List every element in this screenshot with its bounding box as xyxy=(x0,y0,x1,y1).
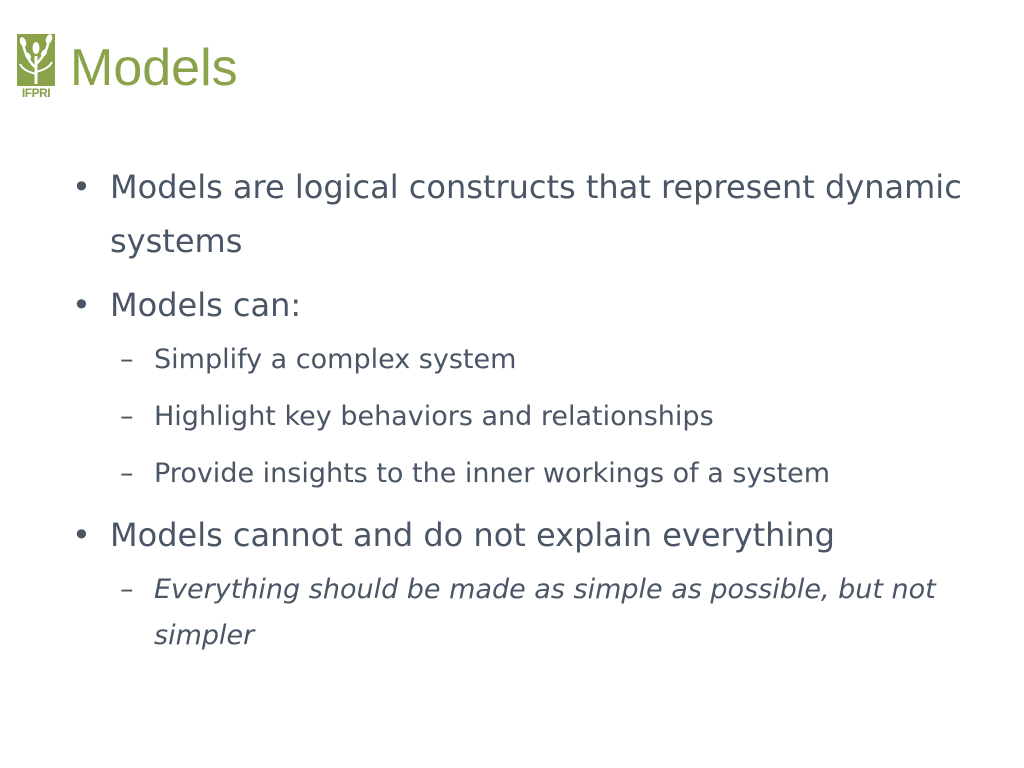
bullet-marker: • xyxy=(72,516,91,554)
bullet-text: Models can: xyxy=(110,286,302,324)
bullet-marker: • xyxy=(72,168,91,206)
bullet-text: Models are logical constructs that repre… xyxy=(110,168,962,260)
sub-bullet-item: – Provide insights to the inner workings… xyxy=(72,451,972,497)
bullet-item: • Models are logical constructs that rep… xyxy=(72,160,972,268)
bullet-marker: • xyxy=(72,286,91,324)
bullet-item: • Models cannot and do not explain every… xyxy=(72,508,972,563)
sub-bullet-text: Highlight key behaviors and relationship… xyxy=(154,401,714,432)
ifpri-tree-icon xyxy=(17,34,55,86)
dash-marker: – xyxy=(120,344,134,375)
dash-marker: – xyxy=(120,401,134,432)
sub-bullet-item: – Everything should be made as simple as… xyxy=(72,567,972,659)
bullet-item: • Models can: xyxy=(72,278,972,333)
sub-bullet-text: Provide insights to the inner workings o… xyxy=(154,458,831,489)
sub-bullet-text: Simplify a complex system xyxy=(154,344,517,375)
sub-bullet-item: – Simplify a complex system xyxy=(72,337,972,383)
bullet-text: Models cannot and do not explain everyth… xyxy=(110,516,835,554)
slide-title: Models xyxy=(70,39,238,97)
quote-text: Everything should be made as simple as p… xyxy=(154,574,936,651)
sub-bullet-item: – Highlight key behaviors and relationsh… xyxy=(72,394,972,440)
slide-body: • Models are logical constructs that rep… xyxy=(72,160,972,670)
ifpri-logo: IFPRI xyxy=(17,34,55,100)
logo-text: IFPRI xyxy=(21,86,51,100)
dash-marker: – xyxy=(120,458,134,489)
dash-marker: – xyxy=(120,574,134,605)
